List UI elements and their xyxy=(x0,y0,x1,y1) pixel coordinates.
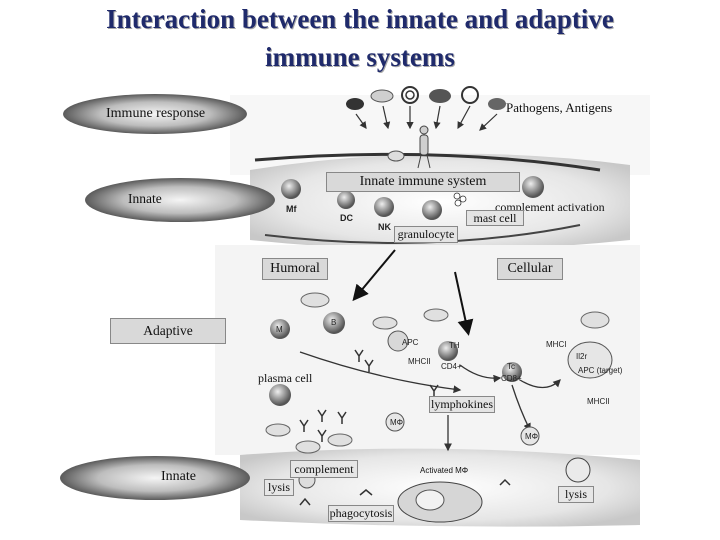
immune-response-label: Immune response xyxy=(106,106,206,121)
dc-label: DC xyxy=(340,213,353,223)
nk-label: NK xyxy=(378,222,391,232)
dendritic-cell xyxy=(337,191,355,209)
cd4-label: CD4+ xyxy=(441,362,462,371)
il2r-label: Il2r xyxy=(576,352,588,361)
complement-label: complement xyxy=(290,460,358,478)
innate-top-label: Innate xyxy=(128,191,162,206)
page-title-line-1: Interaction between the innate and adapt… xyxy=(106,4,614,34)
lymphokines-label: lymphokines xyxy=(429,396,495,413)
antigen-fragment xyxy=(300,292,330,308)
lysis-right-label: lysis xyxy=(558,486,594,503)
innate-bottom-label: Innate xyxy=(161,469,196,484)
mhci-label: MHCI xyxy=(546,340,567,349)
th-label: TH xyxy=(449,341,460,350)
mphi-label-b: MΦ xyxy=(525,432,539,441)
lysed-target-cell xyxy=(565,457,591,483)
innate-immune-system-label: Innate immune system xyxy=(326,172,520,192)
pathogen-arrows xyxy=(355,105,498,131)
immune-response-ellipse xyxy=(63,94,247,134)
b-cell-label: B xyxy=(331,318,337,327)
apc-cell xyxy=(387,330,409,352)
memory-cell-label: M xyxy=(276,325,283,334)
innate-top-ellipse xyxy=(85,178,275,222)
apc-label: APC xyxy=(402,338,419,347)
mhcii-label-a: MHCII xyxy=(408,357,431,366)
apc-target-label: APC (target) xyxy=(578,366,623,375)
mf-label: Mf xyxy=(286,204,297,214)
granulocyte-label: granulocyte xyxy=(394,226,458,243)
humoral-label: Humoral xyxy=(262,258,328,280)
human-figure xyxy=(417,125,431,169)
cellular-label: Cellular xyxy=(497,258,563,280)
th-cell xyxy=(438,341,458,361)
cd8-label: CD8+ xyxy=(501,374,522,383)
macrophage-cell xyxy=(281,179,301,199)
phagocytosis-label: phagocytosis xyxy=(328,505,394,522)
mphi-label-a: MΦ xyxy=(390,418,404,427)
tc-label: Tc xyxy=(507,362,515,371)
memory-cell xyxy=(270,319,290,339)
page-title-line-2: immune systems xyxy=(265,42,455,72)
nk-cell xyxy=(374,197,394,217)
plasma-cell-label: plasma cell xyxy=(258,371,313,385)
pathogens-label: Pathogens, Antigens xyxy=(506,100,613,115)
adaptive-label: Adaptive xyxy=(110,318,226,344)
pathogen-icons xyxy=(346,86,506,110)
apc-target-cell xyxy=(567,341,613,379)
mast-cell xyxy=(522,176,544,198)
tc-cell xyxy=(502,362,522,382)
b-cell xyxy=(323,312,345,334)
mouse-icon xyxy=(387,150,405,162)
plasma-cell xyxy=(269,384,291,406)
innate-bottom-ellipse xyxy=(60,456,250,500)
mast-cell-label: mast cell xyxy=(466,210,524,226)
mhcii-label-b: MHCII xyxy=(587,397,610,406)
activated-macrophage-label: Activated MΦ xyxy=(420,466,469,475)
lysis-left-label: lysis xyxy=(264,479,294,496)
granulocyte-cell xyxy=(422,200,442,220)
